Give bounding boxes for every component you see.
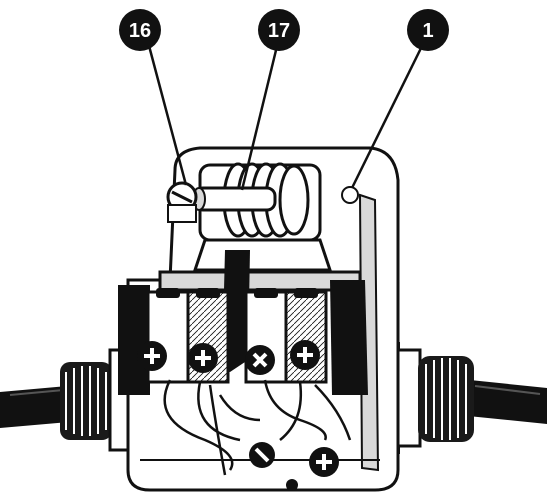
- plus-icon: [309, 447, 339, 477]
- callout-17: 17: [258, 9, 300, 51]
- leader-17: [240, 41, 280, 191]
- cross-icon: [245, 345, 275, 375]
- callout-16: 16: [119, 9, 161, 51]
- callout-16-label: 16: [129, 20, 151, 42]
- leader-lines: [146, 41, 426, 191]
- contact-block: [118, 238, 368, 395]
- callout-17-label: 17: [268, 20, 290, 42]
- cable-right: [468, 380, 547, 424]
- adjustment-screw-icon: [166, 181, 198, 223]
- pressure-spring-icon: [192, 162, 322, 242]
- plus-icon: [137, 341, 167, 371]
- wires: [163, 379, 352, 476]
- plus-icon: [290, 340, 320, 370]
- callout-1: 1: [407, 9, 449, 51]
- leader-1: [350, 41, 426, 189]
- leader-16: [146, 41, 188, 186]
- plus-icon: [188, 343, 218, 373]
- screw-icon: [249, 442, 275, 468]
- callout-1-label: 1: [422, 20, 433, 42]
